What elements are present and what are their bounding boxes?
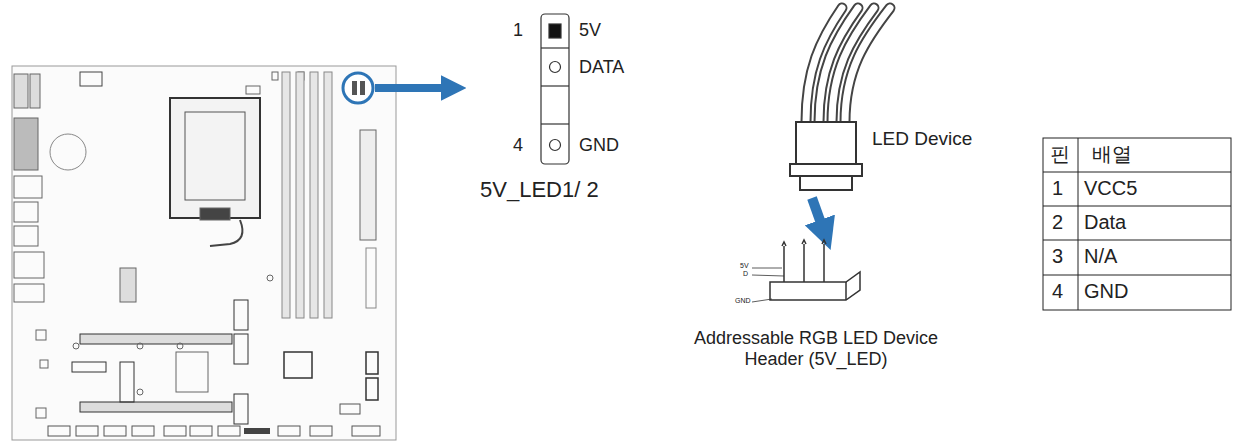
table-cell: N/A: [1084, 245, 1117, 268]
pointer-arrow: [375, 84, 446, 92]
pin-table: [1043, 138, 1231, 310]
caption-text: Addressable RGB LED Device Header (5V_LE…: [666, 328, 966, 369]
highlight-circle: [343, 73, 373, 103]
table-cell: VCC5: [1084, 177, 1137, 200]
pin-name: D: [743, 270, 748, 278]
pin-name: GND: [579, 135, 619, 156]
pin-diagram: [541, 14, 569, 164]
table-cell: GND: [1084, 280, 1128, 303]
table-cell: 1: [1052, 177, 1063, 200]
insert-arrow: [812, 198, 822, 226]
table-cell: 3: [1052, 245, 1063, 268]
header-pins: [752, 240, 860, 302]
pin-name: DATA: [579, 57, 624, 78]
pin-name: GND: [735, 297, 751, 305]
part-name: LED Device: [872, 128, 972, 150]
led-device-connector: [790, 8, 890, 190]
table-cell: 4: [1052, 280, 1063, 303]
pin-number: 4: [513, 135, 523, 156]
pin-name: 5V: [740, 262, 749, 270]
table-cell: 2: [1052, 211, 1063, 234]
pin-name: 5V: [579, 20, 601, 41]
table-cell: 핀: [1050, 143, 1070, 166]
pin-number: 1: [513, 20, 523, 41]
motherboard: [12, 66, 396, 440]
table-cell: Data: [1084, 211, 1126, 234]
header-name: 5V_LED1/ 2: [480, 177, 599, 202]
table-cell: 배열: [1092, 143, 1132, 166]
